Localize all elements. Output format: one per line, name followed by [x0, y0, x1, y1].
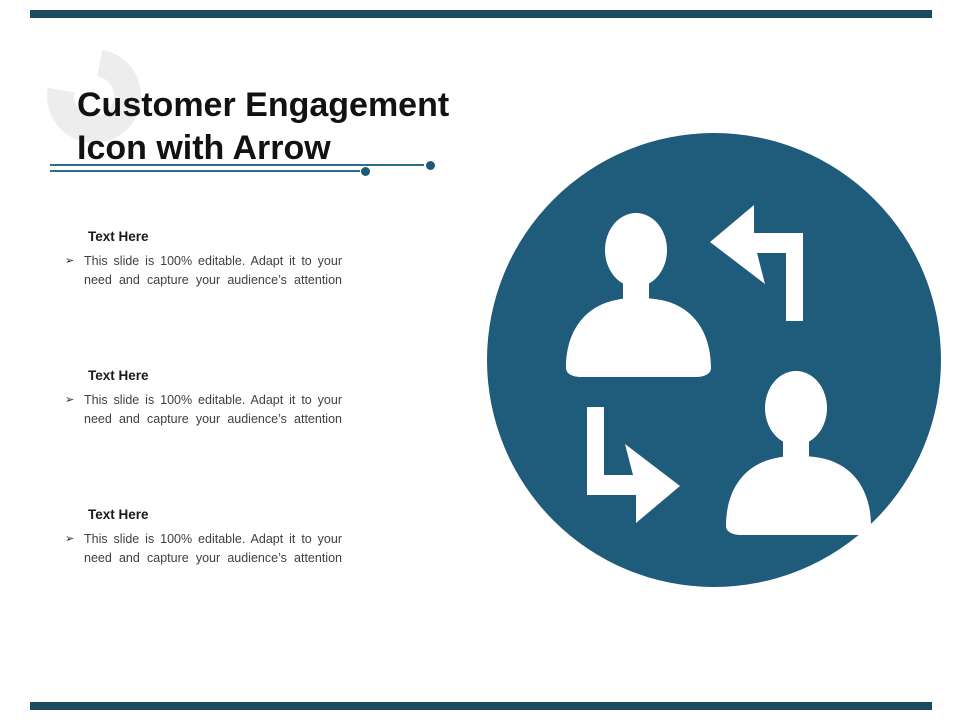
section-body: ➢ This slide is 100% editable. Adapt it … [64, 530, 344, 568]
customer-engagement-graphic [487, 133, 941, 587]
text-section-1: Text Here ➢ This slide is 100% editable.… [64, 228, 344, 290]
section-body: ➢ This slide is 100% editable. Adapt it … [64, 391, 344, 429]
section-heading: Text Here [88, 368, 149, 383]
user-silhouette-icon [566, 213, 711, 377]
user-neck [623, 272, 649, 306]
engagement-circle [487, 133, 941, 587]
arrow-bullet-icon: ➢ [65, 394, 75, 406]
turn-arrow-up-left-icon [710, 205, 803, 321]
section-body-line: need and capture your audience’s attenti… [84, 412, 342, 426]
bottom-border-bar [30, 702, 932, 710]
section-body-line: This slide is 100% editable. Adapt it to… [84, 532, 342, 546]
slide-title: Customer Engagement Icon with Arrow [77, 84, 449, 170]
section-body-line: This slide is 100% editable. Adapt it to… [84, 254, 342, 268]
top-border-bar [30, 10, 932, 18]
arrow-bullet-icon: ➢ [65, 533, 75, 545]
section-heading: Text Here [88, 507, 149, 522]
divider-dot-right [426, 161, 435, 170]
divider-dot-left [361, 167, 370, 176]
section-body: ➢ This slide is 100% editable. Adapt it … [64, 252, 344, 290]
title-divider-line-short [50, 170, 360, 172]
slide-title-line1: Customer Engagement [77, 86, 450, 124]
text-section-3: Text Here ➢ This slide is 100% editable.… [64, 506, 344, 568]
text-section-2: Text Here ➢ This slide is 100% editable.… [64, 367, 344, 429]
section-body-line: need and capture your audience’s attenti… [84, 551, 342, 565]
slide-title-line2: Icon with Arrow [77, 129, 331, 167]
section-body-line: This slide is 100% editable. Adapt it to… [84, 393, 342, 407]
arrow-bullet-icon: ➢ [65, 255, 75, 267]
section-body-line: need and capture your audience’s attenti… [84, 273, 342, 287]
user-head [605, 213, 667, 287]
title-divider-line-long [50, 164, 424, 166]
section-heading: Text Here [88, 229, 149, 244]
user-shoulders [566, 297, 711, 377]
